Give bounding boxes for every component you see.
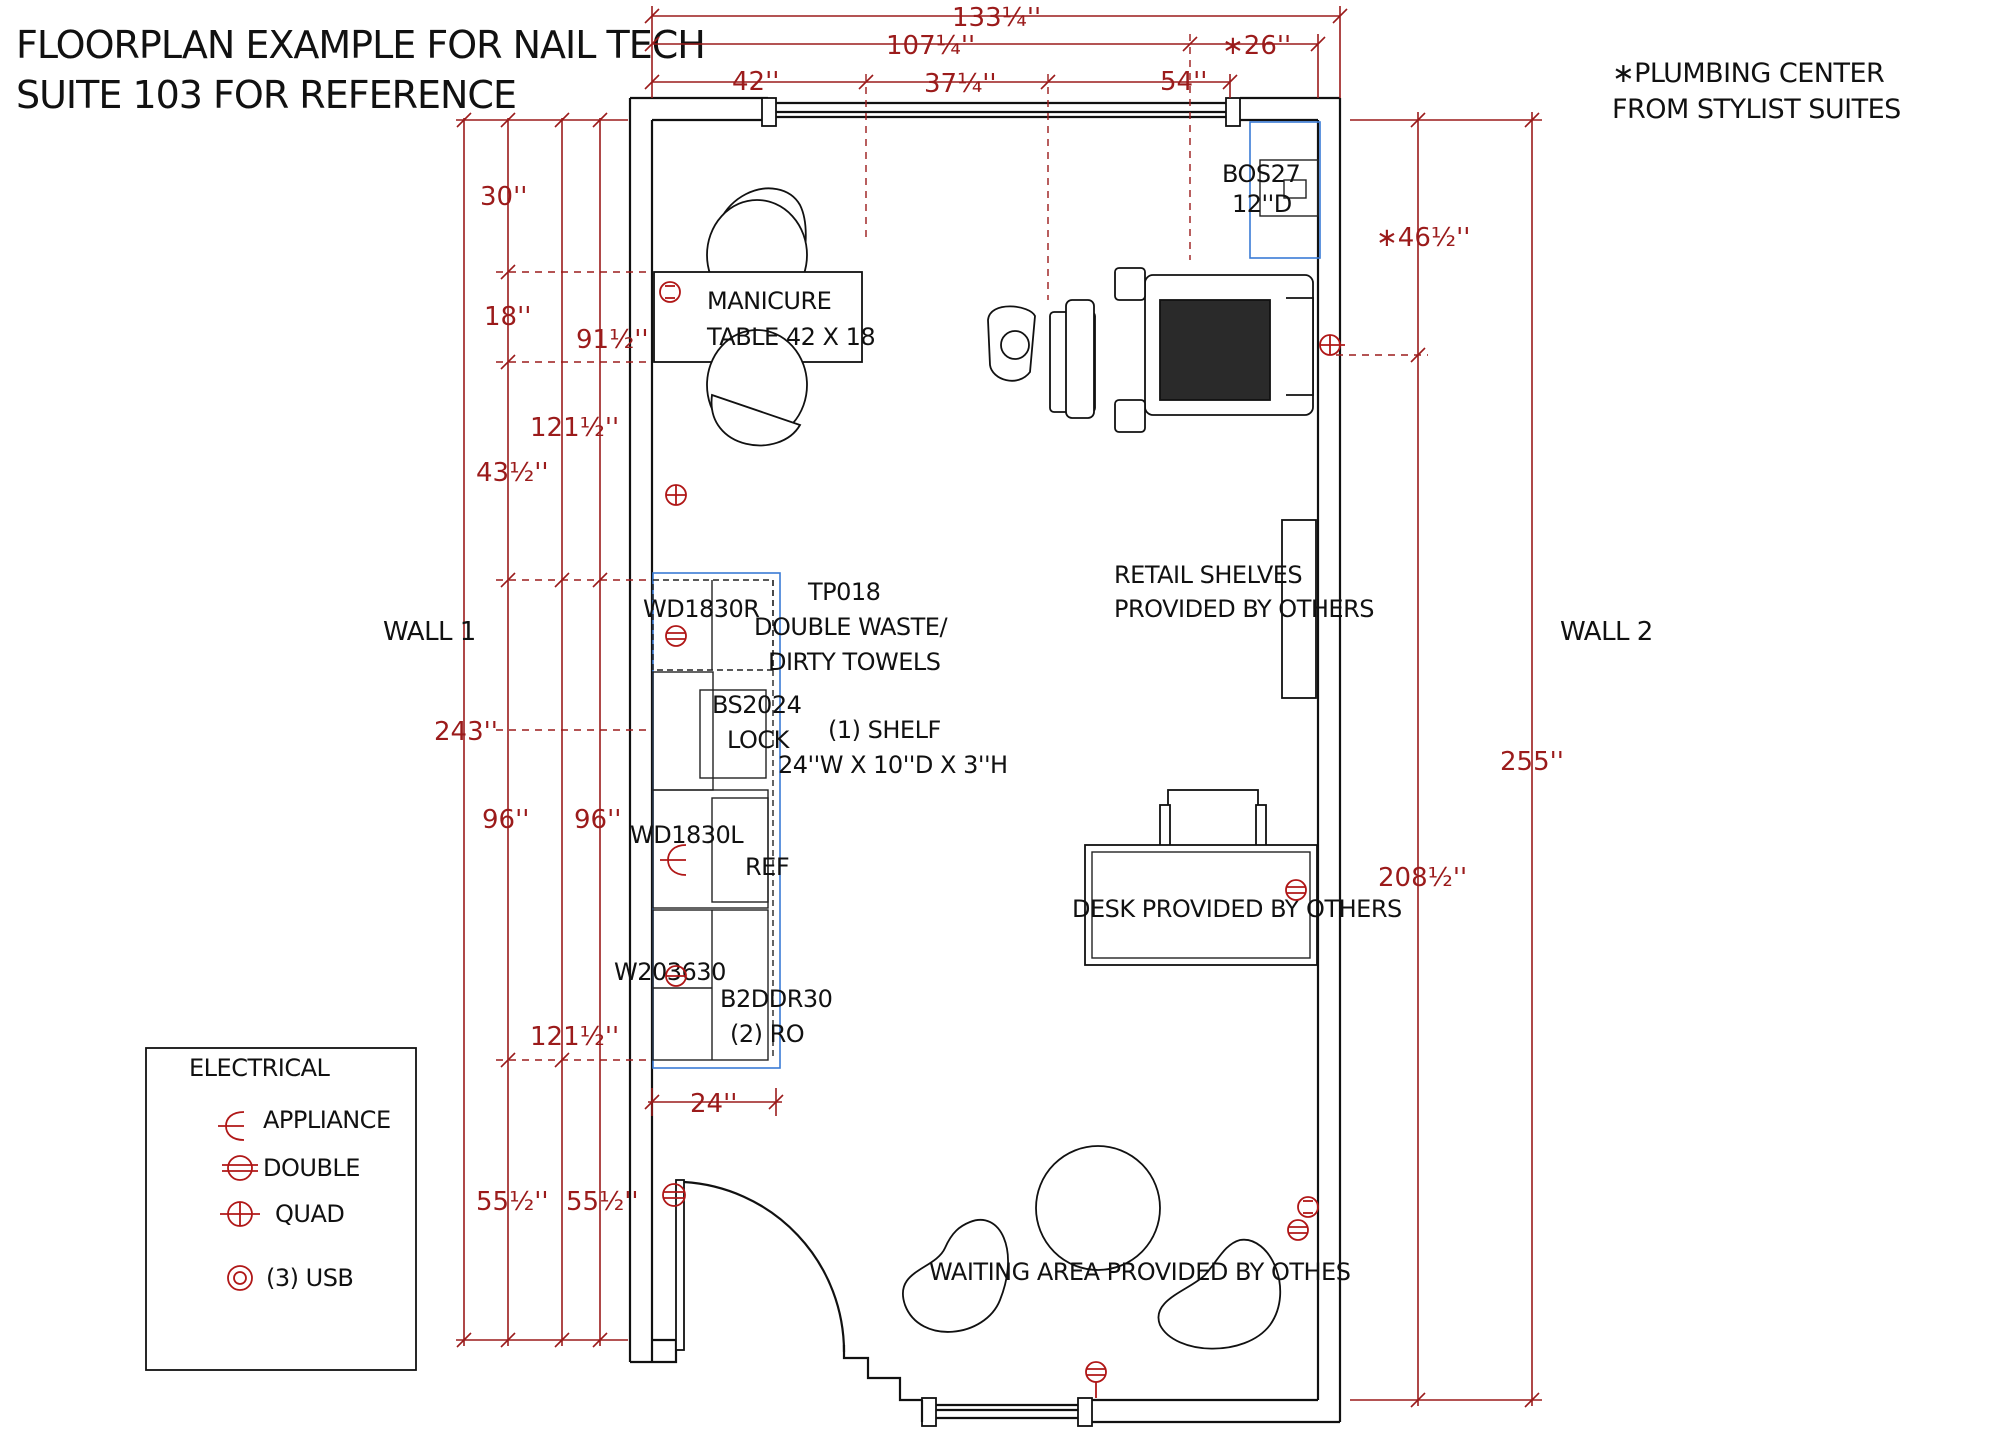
manicure-table-group	[653, 187, 863, 447]
plumbing-note-line2: FROM STYLIST SUITES	[1612, 94, 1901, 125]
dim-right-46: ∗46½''	[1376, 223, 1470, 253]
retail-label-1: RETAIL SHELVES	[1114, 561, 1302, 589]
manicure-label-1: MANICURE	[707, 287, 831, 315]
room-walls	[628, 96, 1342, 1427]
dim-cab-24: 24''	[690, 1089, 737, 1119]
entry-door	[675, 1179, 846, 1353]
electrical-symbols	[659, 281, 1345, 1398]
bos27-cabinet	[1249, 121, 1321, 259]
legend-usb-label: (3) USB	[266, 1264, 353, 1292]
dim-left-18: 18''	[484, 302, 531, 332]
dim-right-208: 208½''	[1378, 863, 1467, 893]
top-dimensions	[644, 6, 1348, 300]
retail-shelves	[1281, 519, 1317, 699]
ref-label: REF	[745, 853, 789, 881]
dim-left-30: 30''	[480, 182, 527, 212]
plumbing-note-line1: ∗PLUMBING CENTER	[1612, 58, 1884, 89]
waiting-area	[902, 1145, 1281, 1350]
dim-left-121a: 121½''	[530, 413, 619, 443]
electrical-legend	[145, 1047, 417, 1371]
dim-left-55a: 55½''	[476, 1187, 549, 1217]
dim-left-96b: 96''	[574, 805, 621, 835]
b2ddr30-label-1: B2DDR30	[720, 985, 832, 1013]
dim-top-plumb: ∗26''	[1222, 31, 1291, 61]
plan-title-line2: SUITE 103 FOR REFERENCE	[16, 73, 516, 117]
tp018-label-3: DIRTY TOWELS	[768, 648, 941, 676]
plan-title-line1: FLOORPLAN EXAMPLE FOR NAIL TECH	[16, 23, 705, 67]
dim-left-96a: 96''	[482, 805, 529, 835]
dim-top-sub: 107¼''	[886, 31, 975, 61]
legend-quad-symbol	[220, 1201, 260, 1227]
dim-top-a: 42''	[732, 67, 779, 97]
dim-top-b: 37¼''	[924, 69, 997, 99]
w203630-label: W203630	[614, 958, 726, 986]
bs2024-label-2: LOCK	[727, 726, 791, 754]
dim-left-55b: 55½''	[566, 1187, 639, 1217]
bos-label-1: BOS27	[1222, 160, 1300, 188]
legend-appliance-symbol	[218, 1111, 245, 1141]
desk	[1084, 789, 1318, 966]
dim-top-overall: 133¼''	[952, 3, 1041, 33]
legend-usb-symbol	[227, 1265, 253, 1291]
bos-label-2: 12''D	[1232, 190, 1292, 218]
dim-left-243: 243''	[434, 717, 498, 747]
waiting-label: WAITING AREA PROVIDED BY OTHES	[929, 1258, 1350, 1286]
dim-left-91: 91½''	[576, 325, 649, 355]
desk-label: DESK PROVIDED BY OTHERS	[1072, 895, 1402, 923]
wd1830l-label: WD1830L	[630, 821, 744, 849]
legend-double-symbol	[222, 1155, 258, 1181]
wall-1-label: WALL 1	[383, 617, 476, 647]
right-dimensions	[1336, 112, 1542, 1408]
dim-top-c: 54''	[1160, 67, 1207, 97]
shelf-label-1: (1) SHELF	[828, 716, 941, 744]
retail-label-2: PROVIDED BY OTHERS	[1114, 595, 1374, 623]
wall-2-label: WALL 2	[1560, 617, 1653, 647]
tp018-label-1: TP018	[807, 578, 880, 606]
wd1830r-label: WD1830R	[643, 595, 759, 623]
manicure-label-2: TABLE 42 X 18	[706, 323, 875, 351]
left-dimensions	[456, 112, 784, 1348]
legend-quad-label: QUAD	[275, 1200, 344, 1228]
b2ddr30-label-2: (2) RO	[730, 1020, 804, 1048]
dim-right-255: 255''	[1500, 747, 1564, 777]
legend-double-label: DOUBLE	[263, 1154, 360, 1182]
legend-appliance-label: APPLIANCE	[263, 1106, 391, 1134]
cabinet-run	[652, 572, 781, 1069]
legend-title: ELECTRICAL	[189, 1054, 331, 1082]
bs2024-label-1: BS2024	[712, 691, 801, 719]
shelf-label-2: 24''W X 10''D X 3''H	[778, 751, 1008, 779]
tp018-label-2: DOUBLE WASTE/	[754, 613, 948, 641]
dim-left-121b: 121½''	[530, 1022, 619, 1052]
dim-left-43: 43½''	[476, 458, 549, 488]
pedicure-chair	[987, 267, 1314, 433]
